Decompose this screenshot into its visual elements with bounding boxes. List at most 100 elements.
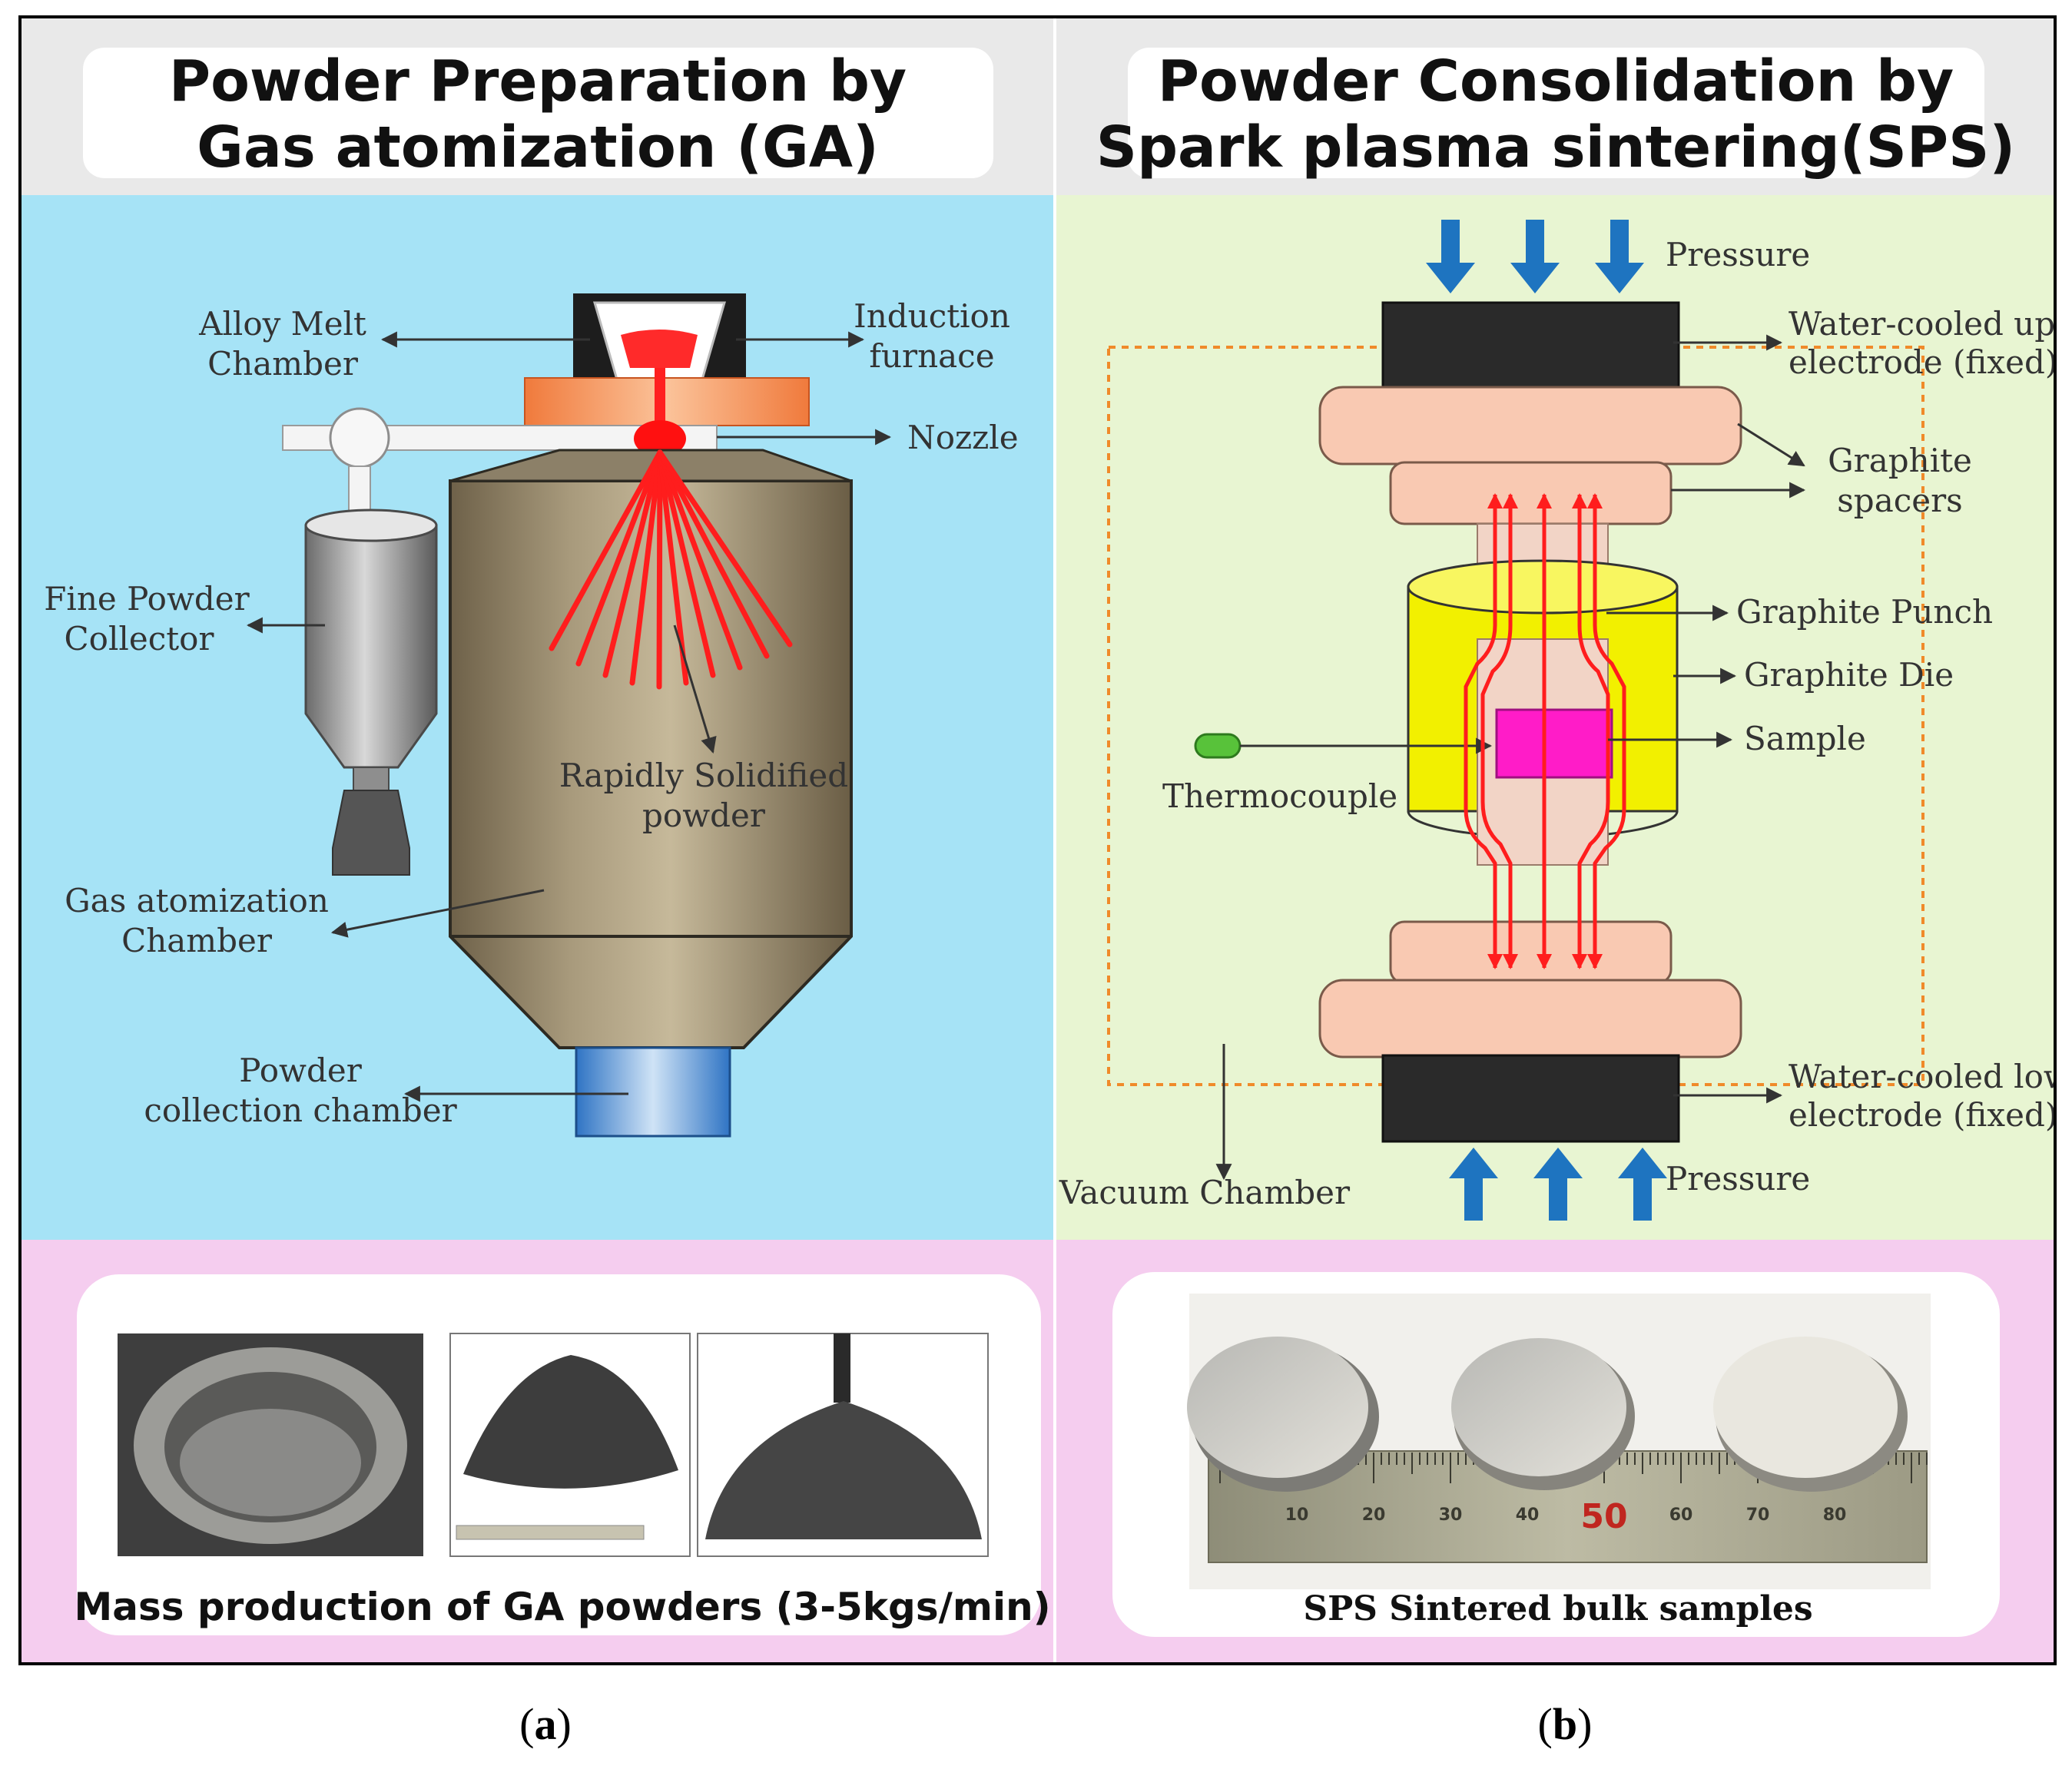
sps-photos: 10 20 30 40 50 60 70 80 bbox=[1187, 1294, 1931, 1589]
label-lower-electrode-1: Water-cooled lower bbox=[1789, 1058, 2054, 1095]
sample bbox=[1495, 708, 1613, 779]
label-thermocouple: Thermocouple bbox=[1162, 777, 1397, 815]
label-pressure-bottom: Pressure bbox=[1666, 1160, 1810, 1198]
powder-collection-chamber bbox=[575, 1046, 731, 1138]
current-line-2 bbox=[1480, 493, 1518, 969]
thermocouple-probe bbox=[1194, 733, 1242, 759]
rapidly-solidified-spray bbox=[549, 449, 793, 690]
ruler-number: 10 bbox=[1285, 1506, 1309, 1525]
collector-bottle bbox=[332, 790, 410, 876]
label-alloy-melt-1: Alloy Melt bbox=[198, 305, 366, 343]
pour-heap bbox=[705, 1401, 982, 1539]
label-spacers-2: spacers bbox=[1837, 482, 1963, 519]
spray-line-8 bbox=[657, 449, 743, 671]
spray-line-3 bbox=[602, 449, 663, 678]
current-line-1 bbox=[1464, 493, 1503, 969]
label-rapid-1: Rapidly Solidified bbox=[559, 757, 848, 794]
sublabel-a: (a) bbox=[519, 1699, 572, 1749]
label-upper-electrode-1: Water-cooled upper bbox=[1789, 305, 2054, 343]
upper-spacer-small bbox=[1389, 461, 1673, 525]
label-fine-powder-1: Fine Powder bbox=[44, 580, 250, 618]
spray-line-1 bbox=[549, 449, 663, 651]
spray-line-6 bbox=[657, 449, 689, 686]
lower-spacer-large bbox=[1318, 979, 1742, 1058]
orange-plate bbox=[524, 377, 810, 426]
ruler-number: 70 bbox=[1746, 1506, 1770, 1525]
header-b-line1: Powder Consolidation by bbox=[1158, 48, 1954, 114]
pressure-arrow-top-1 bbox=[1426, 220, 1475, 293]
ruler-number: 80 bbox=[1823, 1506, 1847, 1525]
label-punch: Graphite Punch bbox=[1736, 593, 1993, 631]
pipe-valve bbox=[329, 407, 390, 469]
label-upper-electrode-2: electrode (fixed) bbox=[1789, 343, 2054, 381]
figure-frame: Powder Preparation by Gas atomization (G… bbox=[18, 15, 2057, 1665]
label-collection-2: collection chamber bbox=[144, 1092, 457, 1129]
label-gas-chamber-1: Gas atomization bbox=[65, 882, 329, 919]
spray-line-5 bbox=[656, 449, 663, 690]
sample-disc-2 bbox=[1451, 1338, 1626, 1476]
powder-pile bbox=[463, 1355, 678, 1489]
ruler-number: 30 bbox=[1439, 1506, 1463, 1525]
label-sample: Sample bbox=[1744, 720, 1866, 757]
pour-stream bbox=[834, 1333, 850, 1403]
label-vacuum: Vacuum Chamber bbox=[1059, 1174, 1351, 1211]
lower-electrode bbox=[1381, 1054, 1680, 1143]
fine-powder-collector bbox=[304, 524, 438, 769]
label-spacers-1: Graphite bbox=[1828, 442, 1972, 479]
current-flow-lines bbox=[1464, 493, 1626, 969]
header-b-line2: Spark plasma sintering(SPS) bbox=[1096, 114, 2015, 181]
collector-neck bbox=[353, 767, 390, 791]
label-alloy-melt-2: Chamber bbox=[207, 345, 359, 383]
alloy-melt bbox=[621, 330, 698, 368]
header-a-line2: Gas atomization (GA) bbox=[197, 114, 879, 181]
label-rapid-2: powder bbox=[642, 797, 766, 834]
sps-annotations: Pressure Water-cooled upper electrode (f… bbox=[1059, 236, 2054, 1211]
upper-spacer-large bbox=[1318, 386, 1742, 465]
label-induction-1: Induction bbox=[854, 297, 1010, 335]
collector-top bbox=[304, 509, 438, 542]
ruler-numbers: 10 20 30 40 50 60 70 80 bbox=[1285, 1497, 1847, 1536]
label-collection-1: Powder bbox=[239, 1052, 363, 1089]
label-nozzle: Nozzle bbox=[907, 419, 1019, 456]
pressure-arrow-top-2 bbox=[1510, 220, 1560, 293]
spray-line-7 bbox=[657, 449, 716, 678]
ga-photos bbox=[118, 1333, 989, 1557]
nozzle-droplet bbox=[634, 420, 686, 457]
pressure-arrow-bottom-2 bbox=[1533, 1148, 1583, 1221]
melt-stream bbox=[655, 368, 665, 429]
sample-disc-3 bbox=[1713, 1337, 1898, 1478]
header-box-a bbox=[83, 48, 993, 178]
pressure-arrow-bottom-3 bbox=[1618, 1148, 1667, 1221]
pressure-arrow-top-3 bbox=[1595, 220, 1644, 293]
sublabel-b: (b) bbox=[1538, 1699, 1593, 1749]
ruler-number: 20 bbox=[1362, 1506, 1386, 1525]
crucible-powder bbox=[180, 1409, 361, 1516]
ruler-number: 50 bbox=[1580, 1497, 1627, 1536]
spray-line-2 bbox=[575, 449, 663, 667]
pressure-arrows-top bbox=[1426, 220, 1644, 293]
spray-line-9 bbox=[657, 449, 770, 659]
lower-spacer-small bbox=[1389, 920, 1673, 985]
caption-a: Mass production of GA powders (3-5kgs/mi… bbox=[74, 1585, 1050, 1629]
label-lower-electrode-2: electrode (fixed) bbox=[1789, 1096, 2054, 1134]
label-induction-2: furnace bbox=[869, 337, 994, 375]
spray-line-4 bbox=[629, 449, 663, 686]
label-die: Graphite Die bbox=[1744, 656, 1954, 694]
sublabels: (a) (b) bbox=[519, 1699, 1593, 1749]
header-a-line1: Powder Preparation by bbox=[169, 48, 907, 114]
sample-disc-1 bbox=[1187, 1337, 1368, 1478]
ruler-number: 40 bbox=[1516, 1506, 1540, 1525]
label-gas-chamber-2: Chamber bbox=[121, 922, 273, 959]
label-fine-powder-2: Collector bbox=[65, 620, 215, 658]
arrow-spacer-large bbox=[1737, 422, 1805, 467]
ruler-number: 60 bbox=[1669, 1506, 1693, 1525]
pressure-arrows-bottom bbox=[1449, 1148, 1667, 1221]
arrow-gas-chamber bbox=[330, 889, 545, 938]
ga-annotations: Alloy Melt Chamber Induction furnace Noz… bbox=[44, 297, 1018, 1129]
label-pressure-top: Pressure bbox=[1666, 236, 1810, 273]
figure-canvas: Powder Preparation by Gas atomization (G… bbox=[22, 18, 2054, 1662]
header-box-b bbox=[1128, 48, 1984, 178]
caption-b: SPS Sintered bulk samples bbox=[1303, 1589, 1812, 1628]
arrow-rapid bbox=[673, 624, 717, 754]
photo-ruler-small bbox=[456, 1525, 645, 1540]
